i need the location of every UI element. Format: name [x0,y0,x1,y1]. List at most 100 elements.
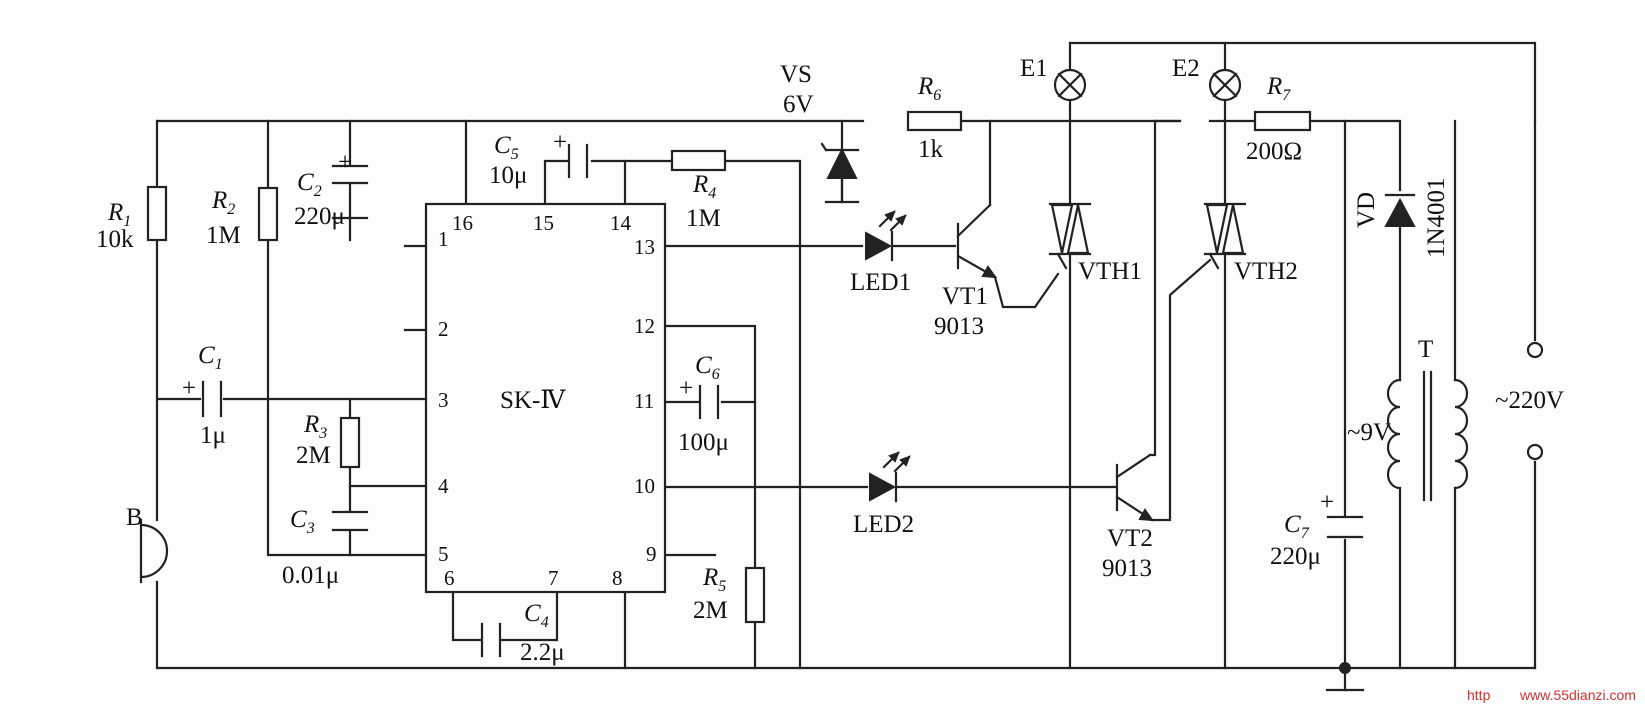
thyristor-vth1 [1048,202,1092,270]
label-led2: LED2 [853,511,914,538]
label-r3: R3 [303,411,327,442]
led-1 [865,210,907,262]
ic-pin-2: 2 [438,317,449,341]
capacitor-c4 [480,622,502,658]
ic-pin-5: 5 [438,542,449,566]
capacitor-c6 [698,384,720,420]
label-vd: VD [1353,192,1380,228]
label-secondary: ~9V [1347,419,1391,446]
label-c3: C3 [290,506,315,537]
watermark-site: www.55dianzi.com [1519,687,1636,703]
label-transformer: T [1418,336,1433,363]
value-c2: 220μ [294,203,345,230]
label-vth2: VTH2 [1234,258,1298,285]
ic-pin-10: 10 [634,474,655,498]
label-led1: LED1 [850,269,911,296]
value-r2: 1M [206,222,241,249]
ic-pin-4: 4 [438,474,449,498]
plus-c2: + [338,149,352,176]
resistors [146,110,1312,624]
mains-terminals [1526,341,1544,461]
transformer-t [1386,370,1469,502]
ic-pin-3: 3 [438,388,449,412]
label-mic: B [126,504,143,531]
capacitors [201,143,1364,658]
transistor-vt1 [956,203,998,279]
ic-pin-8: 8 [612,566,623,590]
plus-c7: + [1320,489,1334,516]
value-r4: 1M [686,205,721,232]
junctions [1339,662,1351,674]
ic-pin-9: 9 [646,542,657,566]
part-vd: 1N4001 [1423,177,1450,258]
label-r1: R1 [107,199,131,230]
capacitor-c5 [567,143,589,179]
watermark: http www.55dianzi.com [1467,687,1636,703]
resistor-r5 [744,566,766,624]
label-vs: VS [780,61,812,88]
value-c7: 220μ [1270,543,1321,570]
label-c2: C2 [297,169,322,200]
label-c5: C5 [494,132,519,163]
lamp-e1 [1053,68,1087,102]
plus-c6: + [679,375,693,402]
ic-pin-13: 13 [634,235,655,259]
capacitor-c7 [1326,515,1364,539]
label-vt1: VT1 [942,283,988,310]
plus-c1: + [182,375,196,402]
part-vt2: 9013 [1102,555,1152,582]
lamp-e2 [1208,68,1242,102]
resistor-r7 [1253,110,1312,132]
value-c5: 10μ [489,162,527,189]
diode-vd [1384,193,1416,227]
value-c4: 2.2μ [520,639,565,666]
label-c6: C6 [695,352,720,383]
label-vth1: VTH1 [1078,258,1142,285]
plus-c5: + [553,129,567,156]
label-c1: C1 [198,342,223,373]
ic-pin-14: 14 [610,211,632,235]
ic-pin-15: 15 [533,211,554,235]
label-c4: C4 [524,600,549,631]
led-2 [869,451,911,503]
label-r6: R6 [917,73,941,104]
part-vt1: 9013 [934,313,984,340]
resistor-r4 [670,149,727,172]
transistor-vt2 [1115,453,1155,522]
ic-pin-12: 12 [634,314,655,338]
ic-pin-11: 11 [634,389,654,413]
thyristor-vth2 [1203,202,1247,270]
label-r4: R4 [692,171,716,202]
label-e2: E2 [1172,55,1200,82]
ic-pin-7: 7 [548,566,559,590]
labels: R1 10k R2 1M C2 + 220μ C1 + 1μ R3 2M C3 … [96,55,1564,666]
label-r5: R5 [702,564,726,595]
ic-sk4: SK-Ⅳ 1 2 3 4 5 6 7 8 9 10 11 12 13 14 15… [424,202,667,594]
label-r7: R7 [1266,73,1291,104]
label-mains: ~220V [1495,387,1564,414]
ic-label: SK-Ⅳ [500,387,566,414]
resistor-r2 [257,186,279,242]
watermark-prefix: http [1467,687,1491,703]
ic-body [424,202,667,594]
capacitor-c3 [331,510,369,532]
ic-pin-6: 6 [444,566,455,590]
label-r2: R2 [211,187,235,218]
capacitor-c1 [201,380,223,418]
resistor-r1 [146,185,168,242]
label-e1: E1 [1020,55,1048,82]
zener-diode-vs [820,142,860,204]
value-r6: 1k [918,136,944,163]
value-r5: 2M [693,597,728,624]
label-c7: C7 [1284,511,1310,542]
value-vs: 6V [783,91,814,118]
value-r3: 2M [296,442,331,469]
value-c1: 1μ [200,422,226,449]
label-vt2: VT2 [1107,525,1153,552]
ic-pin-1: 1 [438,227,449,251]
resistor-r3 [339,416,361,469]
value-r7: 200Ω [1246,138,1302,165]
microphone-b [139,518,169,584]
